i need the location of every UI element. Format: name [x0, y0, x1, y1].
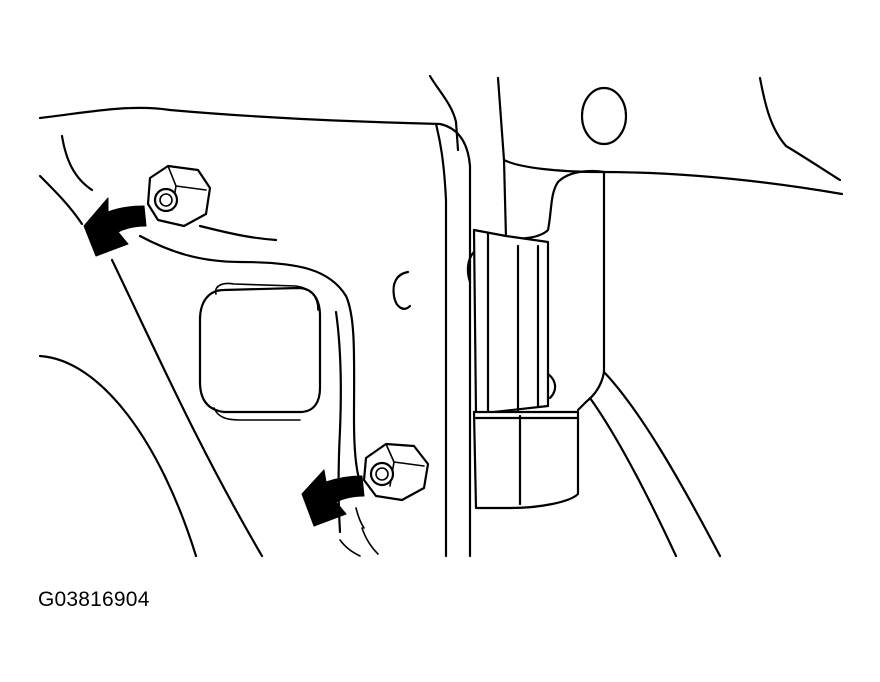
lower-arrow-icon — [301, 469, 365, 527]
access-hole — [198, 282, 322, 421]
upper-hex-nut-icon — [146, 164, 212, 228]
upper-hinge — [466, 228, 557, 416]
door-pillar — [428, 74, 844, 558]
figure-code: G03816904 — [38, 588, 150, 611]
upper-arrow-icon — [83, 197, 147, 257]
lower-hinge — [472, 410, 580, 510]
motion-marks — [339, 507, 379, 557]
lower-hex-nut-icon — [362, 442, 430, 502]
body-panel — [38, 106, 472, 558]
